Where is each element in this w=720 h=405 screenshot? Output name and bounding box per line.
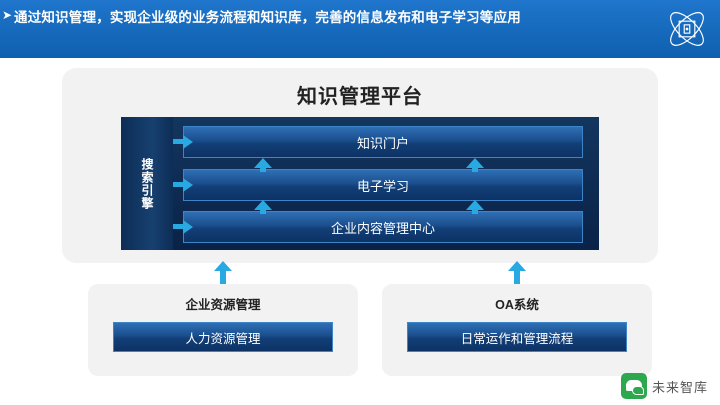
up-stem-left-upper — [260, 206, 266, 214]
arrow-right-elearning-icon — [183, 178, 193, 192]
search-engine-label: 搜索引擎 — [140, 157, 154, 210]
up-stem-right-upper — [472, 206, 478, 214]
search-engine-strip: 搜索引擎 — [121, 117, 173, 250]
subsystem-panel-erp: 企业资源管理 人力资源管理 — [88, 284, 358, 376]
arrow-up-left-lower-icon — [254, 158, 272, 168]
wechat-logo-icon — [620, 373, 647, 399]
arrow-right-portal-icon — [183, 135, 193, 149]
arrow-up-right-lower-icon — [466, 158, 484, 168]
bar-enterprise-content-management[interactable]: 企业内容管理中心 — [183, 211, 583, 243]
subsystem-title-erp: 企业资源管理 — [185, 298, 261, 312]
header-title: 通过知识管理，实现企业级的业务流程和知识库，完善的信息发布和电子学习等应用 — [14, 10, 521, 25]
up-stem-erp — [220, 270, 226, 284]
slide-header: ➤ 通过知识管理，实现企业级的业务流程和知识库，完善的信息发布和电子学习等应用 — [0, 0, 720, 58]
watermark: 未来智库 — [620, 373, 708, 399]
platform-title: 知识管理平台 — [297, 86, 423, 108]
bullet-icon: ➤ — [2, 8, 13, 22]
connector-stem-portal — [173, 139, 185, 144]
arrow-up-left-upper-icon — [254, 200, 272, 210]
subsystem-panel-oa: OA系统 日常运作和管理流程 — [382, 284, 652, 376]
connector-stem-elearning — [173, 182, 185, 187]
arrow-up-oa-icon — [508, 261, 526, 271]
bar-elearning[interactable]: 电子学习 — [183, 169, 583, 201]
up-stem-left-lower — [260, 164, 266, 172]
up-stem-right-lower — [472, 164, 478, 172]
knowledge-platform-panel: 知识管理平台 搜索引擎 知识门户 电子学习 企业内容管理中心 — [62, 68, 658, 263]
atom-network-icon — [670, 12, 704, 46]
slide-body: 知识管理平台 搜索引擎 知识门户 电子学习 企业内容管理中心 — [0, 58, 720, 405]
up-stem-oa — [514, 270, 520, 284]
bar-knowledge-portal[interactable]: 知识门户 — [183, 126, 583, 158]
arrow-right-ecm-icon — [183, 220, 193, 234]
subsystem-item-hr[interactable]: 人力资源管理 — [113, 322, 333, 352]
subsystem-item-daily-ops[interactable]: 日常运作和管理流程 — [407, 322, 627, 352]
connector-stem-ecm — [173, 224, 185, 229]
watermark-text: 未来智库 — [651, 379, 708, 395]
arrow-up-right-upper-icon — [466, 200, 484, 210]
arrow-up-erp-icon — [214, 261, 232, 271]
subsystem-title-oa: OA系统 — [495, 298, 539, 312]
platform-inner-block: 搜索引擎 知识门户 电子学习 企业内容管理中心 — [121, 117, 599, 250]
